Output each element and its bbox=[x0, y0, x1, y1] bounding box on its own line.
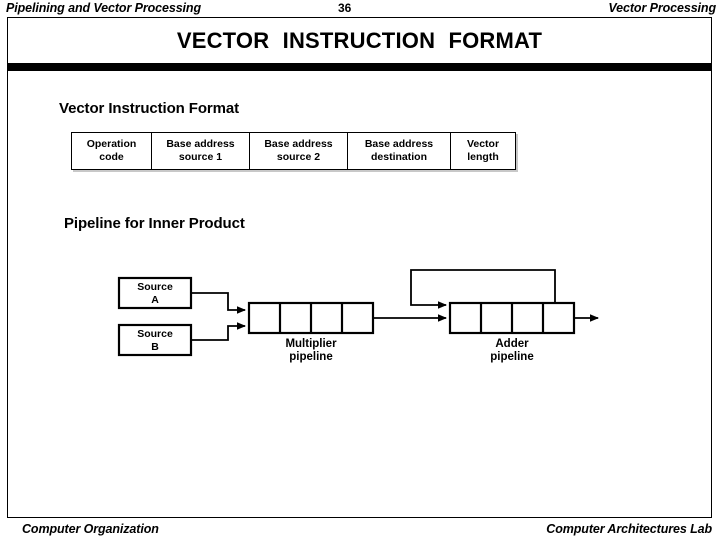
header-left-title: Pipelining and Vector Processing bbox=[6, 1, 201, 15]
page-number: 36 bbox=[338, 1, 352, 15]
adder-pipeline-label-line2: pipeline bbox=[490, 351, 533, 363]
instruction-field-base-address-source-2: Base address source 2 bbox=[250, 133, 348, 169]
source-a-label-line2: A bbox=[151, 294, 159, 306]
footer-left-text: Computer Organization bbox=[22, 522, 159, 536]
connector-source-b-to-multiplier bbox=[191, 322, 246, 341]
source-b-label-line2: B bbox=[151, 341, 159, 353]
vector-instruction-format-table: Operation code Base address source 1 Bas… bbox=[71, 132, 516, 170]
page-title: VECTOR INSTRUCTION FORMAT bbox=[176, 28, 543, 53]
inner-product-pipeline-diagram: Source A Source B Multiplier pipeline bbox=[103, 248, 603, 363]
source-a-label-line1: Source bbox=[137, 281, 173, 293]
header-right-title: Vector Processing bbox=[608, 1, 716, 15]
connector-source-a-to-multiplier bbox=[191, 292, 246, 314]
source-a-box: Source A bbox=[117, 276, 193, 310]
multiplier-pipeline-label-line2: pipeline bbox=[289, 351, 332, 363]
instruction-field-base-address-source-1: Base address source 1 bbox=[152, 133, 250, 169]
multiplier-pipeline: Multiplier pipeline bbox=[247, 301, 375, 363]
footer-right-text: Computer Architectures Lab bbox=[546, 522, 712, 536]
section-heading-vector-instruction-format: Vector Instruction Format bbox=[59, 100, 240, 117]
instruction-field-base-address-destination: Base address destination bbox=[348, 133, 451, 169]
source-b-box: Source B bbox=[117, 323, 193, 357]
title-divider bbox=[8, 63, 711, 71]
instruction-field-operation-code: Operation code bbox=[72, 133, 152, 169]
instruction-field-vector-length: Vector length bbox=[466, 138, 500, 163]
adder-pipeline: Adder pipeline bbox=[448, 301, 576, 363]
connector-adder-feedback-loop bbox=[410, 269, 556, 318]
slide-frame: VECTOR INSTRUCTION FORMAT Vector Instruc… bbox=[7, 17, 712, 518]
multiplier-pipeline-label-line1: Multiplier bbox=[285, 338, 337, 350]
source-b-label-line1: Source bbox=[137, 328, 173, 340]
adder-pipeline-label-line1: Adder bbox=[495, 338, 529, 350]
section-heading-pipeline-for-inner-product: Pipeline for Inner Product bbox=[64, 215, 245, 232]
